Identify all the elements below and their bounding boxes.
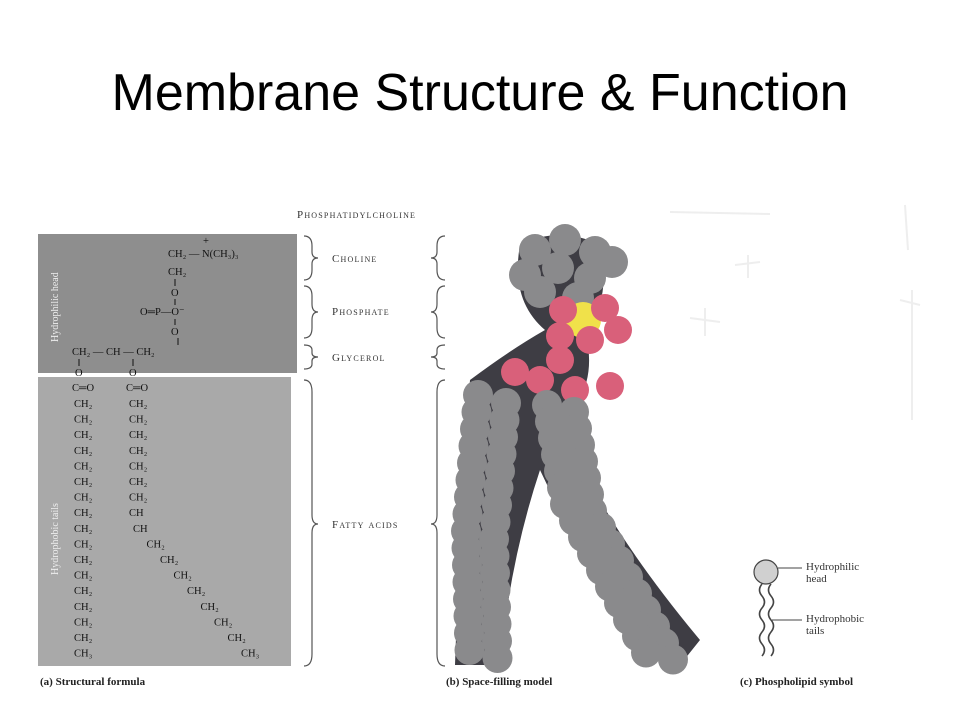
hydrophilic-head-panel bbox=[38, 234, 297, 373]
oxygen-atom bbox=[549, 296, 577, 324]
carbon-atom bbox=[596, 246, 628, 278]
symbol-tail-left bbox=[758, 583, 766, 657]
carbon-atom bbox=[482, 643, 513, 673]
glycerol-label: Glycerol bbox=[332, 352, 386, 364]
left-tail-group: CH₂ bbox=[74, 524, 93, 535]
right-tail-group: CH₂ bbox=[187, 586, 206, 597]
choline-plus: + bbox=[203, 236, 209, 247]
right-tail-group: CH bbox=[133, 524, 148, 535]
right-tail-group: CH₂ bbox=[147, 539, 166, 550]
oxygen-atom bbox=[596, 372, 624, 400]
carbon-atom bbox=[631, 637, 661, 668]
left-tail-group: CH₂ bbox=[74, 571, 93, 582]
oxygen-atom bbox=[501, 358, 529, 386]
left-tail-group: CH₂ bbox=[74, 508, 93, 519]
symbol-tail-right bbox=[767, 583, 775, 657]
phosphate-label: Phosphate bbox=[332, 306, 390, 318]
model-silhouette bbox=[455, 235, 700, 665]
hydrophobic-tails-side-label: Hydrophobic tails bbox=[50, 503, 61, 575]
right-tail-group: CH₂ bbox=[228, 633, 247, 644]
faint-background-marks bbox=[669, 204, 921, 420]
right-tail-group: CH₂ bbox=[129, 446, 148, 457]
fatty-acid-tails-formula: CH₂ CH₂ CH₂ CH₂ CH₂ CH₂ CH₂ CH₂ CH₂ CH₂ CH₂ CH₂ CH₂ C… bbox=[74, 399, 260, 660]
phosphate-o-bottom: O bbox=[171, 327, 179, 338]
left-tail-group: CH₂ bbox=[74, 399, 93, 410]
left-tail-group: CH₂ bbox=[74, 555, 93, 566]
symbol-tails-label-line1: Hydrophobic bbox=[806, 613, 864, 625]
symbol-head-label-line1: Hydrophilic bbox=[806, 561, 859, 573]
space-filling-model bbox=[451, 224, 700, 675]
phosphate-o-top: O bbox=[171, 288, 179, 299]
carbon-atom bbox=[549, 224, 581, 256]
left-tail-group: CH₂ bbox=[74, 602, 93, 613]
phosphate-formula: O═P—O⁻ bbox=[140, 307, 185, 318]
hydrophobic-tails-panel bbox=[38, 377, 291, 666]
oxygen-atom bbox=[526, 366, 554, 394]
ester-o-right: O bbox=[129, 368, 137, 379]
carbon-atom bbox=[519, 234, 551, 266]
choline-formula-line1: CH₂ — N(CH₃)₃ bbox=[168, 249, 239, 260]
top-label: Phosphatidylcholine bbox=[297, 209, 416, 221]
left-tail-group: CH₃ bbox=[74, 649, 93, 660]
right-tail-group: CH₂ bbox=[160, 555, 179, 566]
right-tail-group: CH₃ bbox=[241, 649, 260, 660]
phospholipid-symbol bbox=[753, 559, 802, 657]
oxygen-atom bbox=[561, 376, 589, 404]
right-tail-group: CH₂ bbox=[129, 493, 148, 504]
carbon-atom bbox=[454, 635, 485, 665]
left-tail-group: CH₂ bbox=[74, 586, 93, 597]
symbol-head bbox=[753, 559, 779, 585]
carbonyl-right: C═O bbox=[126, 383, 148, 394]
symbol-head-label-line2: head bbox=[806, 573, 827, 585]
left-tail-group: CH₂ bbox=[74, 539, 93, 550]
carbon-atom bbox=[542, 252, 574, 284]
symbol-tails-label-line2: tails bbox=[806, 625, 824, 637]
right-tail-group: CH₂ bbox=[129, 461, 148, 472]
carbon-atom bbox=[658, 644, 688, 675]
oxygen-atom bbox=[576, 326, 604, 354]
choline-label: Choline bbox=[332, 253, 378, 265]
left-tail-group: CH₂ bbox=[74, 477, 93, 488]
right-tail-group: CH₂ bbox=[214, 617, 233, 628]
choline-formula-line2: CH₂ bbox=[168, 267, 187, 278]
caption-structural-formula: (a) Structural formula bbox=[40, 676, 146, 688]
oxygen-atom bbox=[546, 346, 574, 374]
right-tail-group: CH₂ bbox=[201, 602, 220, 613]
left-tail-group: CH₂ bbox=[74, 430, 93, 441]
oxygen-atom bbox=[591, 294, 619, 322]
right-tail-group: CH₂ bbox=[129, 399, 148, 410]
slide-title: Membrane Structure & Function bbox=[111, 64, 849, 122]
caption-phospholipid-symbol: (c) Phospholipid symbol bbox=[740, 676, 853, 688]
oxygen-atom bbox=[546, 322, 574, 350]
left-tail-group: CH₂ bbox=[74, 415, 93, 426]
left-tail-group: CH₂ bbox=[74, 493, 93, 504]
right-tail-group: CH bbox=[129, 508, 144, 519]
group-braces bbox=[303, 235, 446, 667]
carbonyl-left: C═O bbox=[72, 383, 94, 394]
right-tail-group: CH₂ bbox=[129, 430, 148, 441]
hydrophilic-head-side-label: Hydrophilic head bbox=[50, 272, 61, 342]
right-tail-group: CH₂ bbox=[174, 571, 193, 582]
right-tail-group: CH₂ bbox=[129, 477, 148, 488]
fatty-acids-label: Fatty acids bbox=[332, 519, 399, 531]
left-tail-group: CH₂ bbox=[74, 446, 93, 457]
oxygen-atom bbox=[604, 316, 632, 344]
left-tail-group: CH₂ bbox=[74, 617, 93, 628]
carbon-atom bbox=[524, 276, 556, 308]
ester-o-left: O bbox=[75, 368, 83, 379]
caption-space-filling-model: (b) Space-filling model bbox=[446, 676, 552, 688]
left-tail-group: CH₂ bbox=[74, 633, 93, 644]
glycerol-formula: CH₂ — CH — CH₂ bbox=[72, 347, 155, 358]
right-tail-group: CH₂ bbox=[129, 415, 148, 426]
left-tail-group: CH₂ bbox=[74, 461, 93, 472]
